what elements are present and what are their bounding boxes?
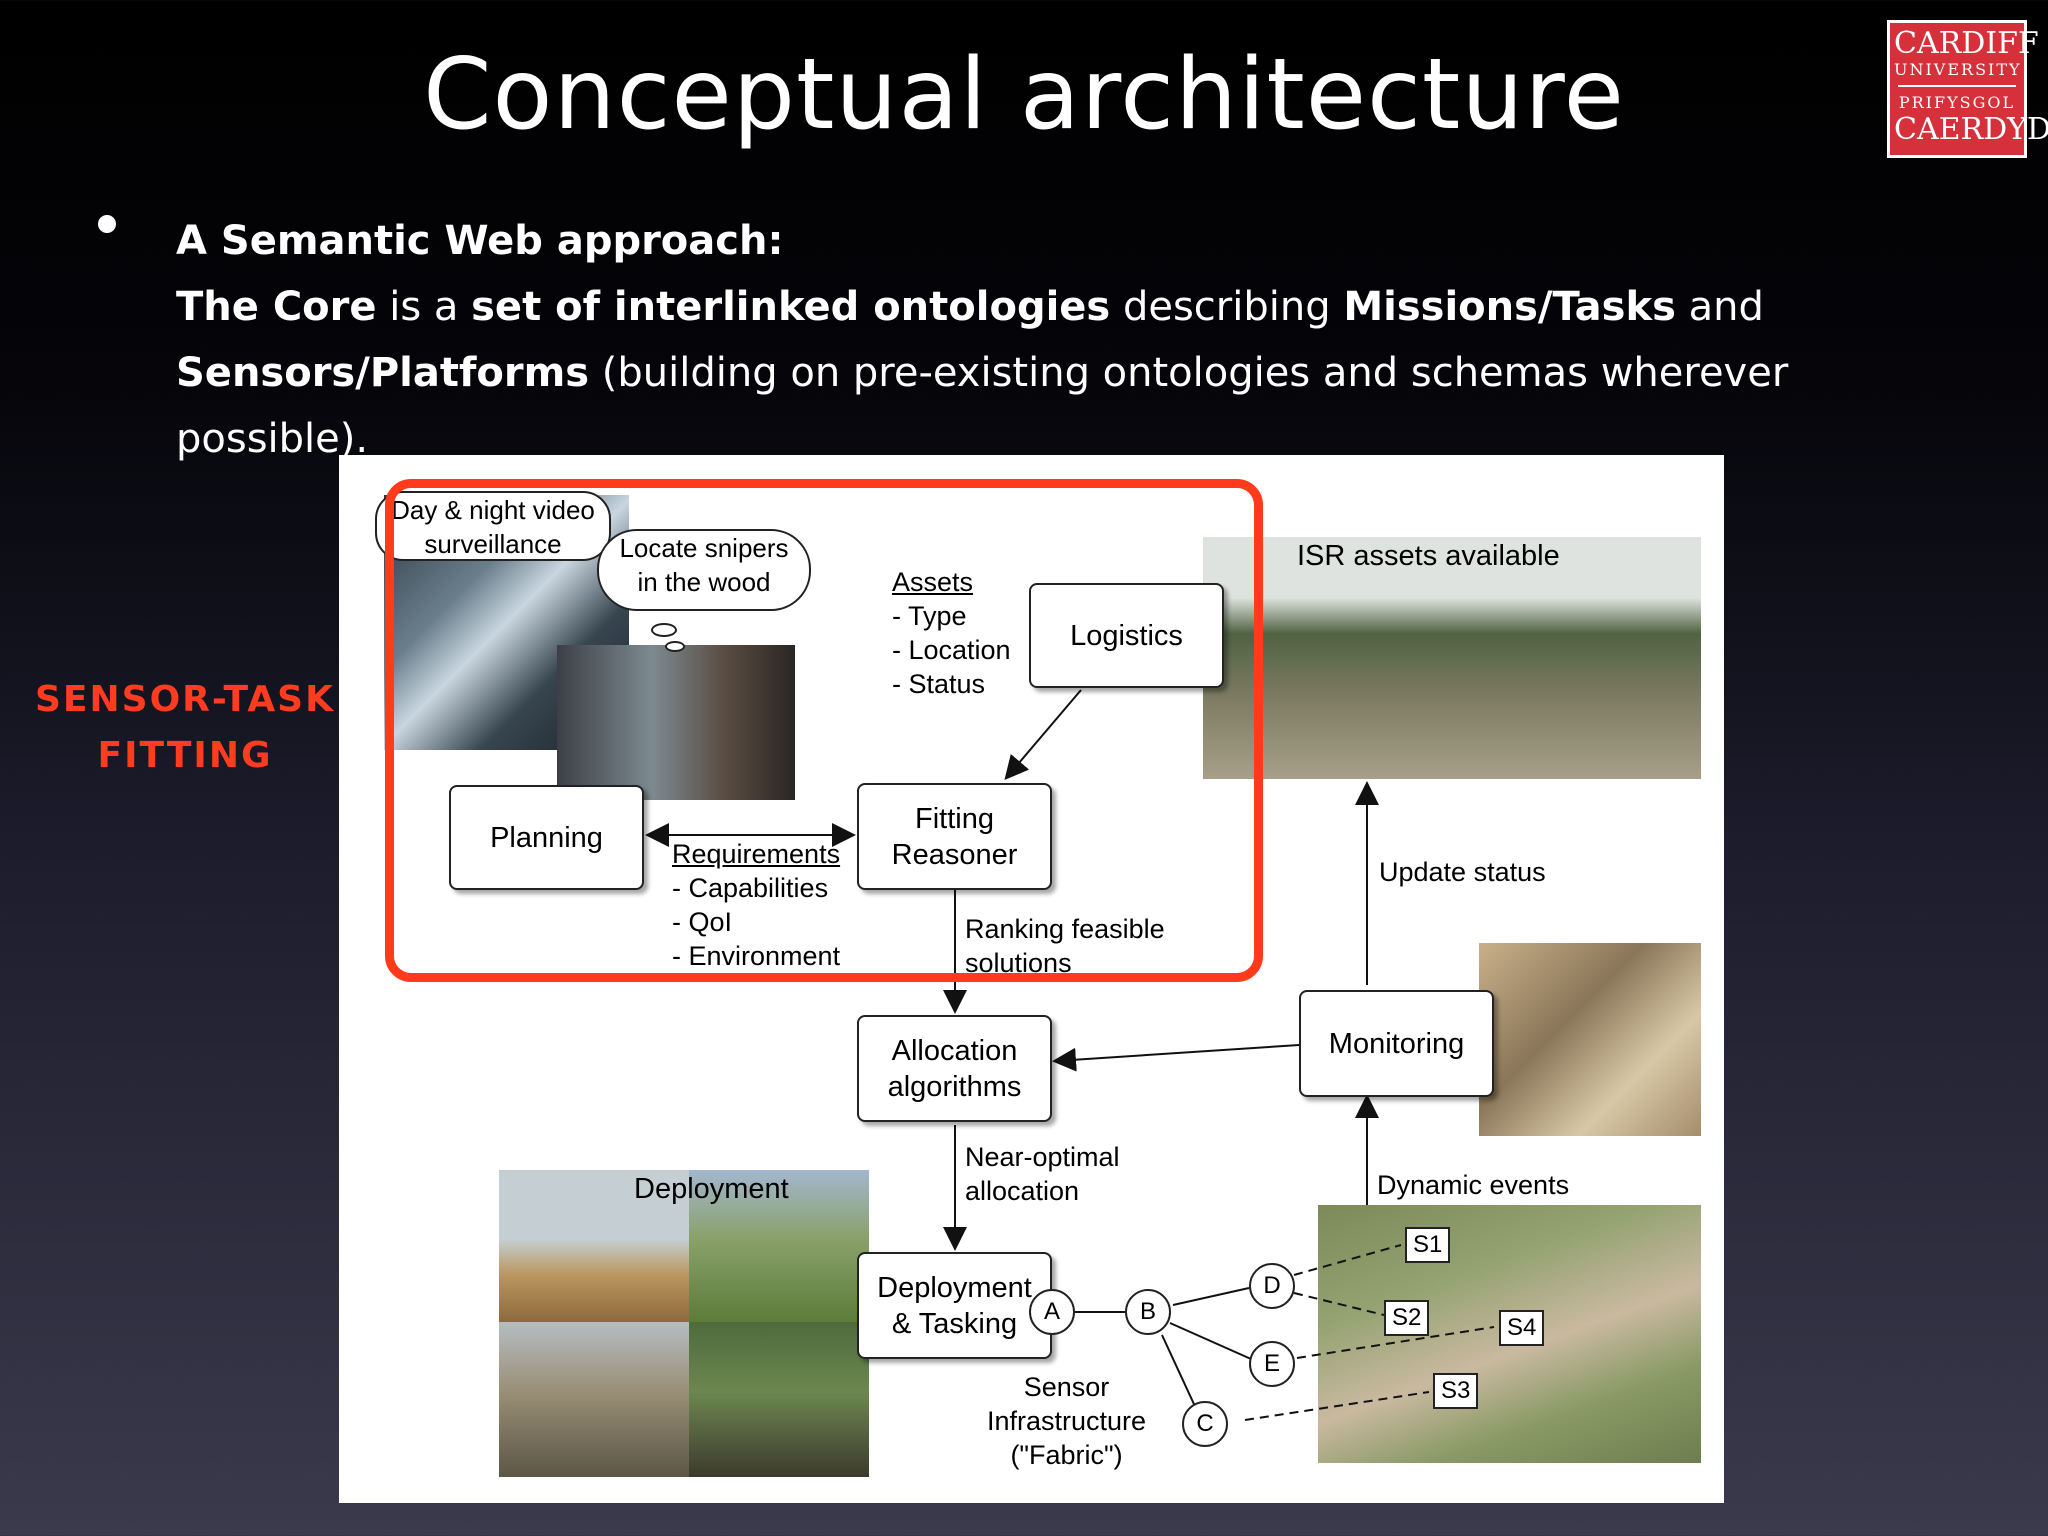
fabric-edge-b-c [1161,1334,1200,1416]
assets-item-status: - Status [892,669,986,699]
dynamic-events-label: Dynamic events [1377,1170,1570,1200]
monitoring-label: Monitoring [1328,1027,1465,1060]
isr-title: ISR assets available [1297,540,1560,572]
logistics-node: Logistics [1029,583,1224,688]
fabric-edge-b-e [1169,1322,1252,1360]
planning-node: Planning [449,785,644,890]
bubble-snipers-line-2: in the wood [637,567,771,597]
near-optimal-line-1: Near-optimal [965,1142,1120,1172]
requirements-title: Requirements [672,839,841,869]
monitoring-to-allocation-arrow [1052,1044,1300,1072]
sensor-s1: S1 [1405,1227,1451,1263]
fabric-node-b: B [1125,1289,1171,1335]
deploy-tasking-line-2: & Tasking [891,1307,1018,1340]
bubble-video-line-1: Day & night video [391,495,595,525]
speech-bubble-video: Day & night video surveillance [375,491,611,561]
sensor-infra-line-1: Sensor [1023,1372,1110,1402]
thought-dot-1 [651,623,677,637]
near-optimal-label: Near-optimal allocation [965,1140,1120,1208]
logo-divider [1898,85,2016,87]
fabric-node-a: A [1029,1289,1075,1335]
requirements-item-capabilities: - Capabilities [672,873,829,903]
sensor-task-fitting-label: SENSOR-TASK FITTING [20,672,350,784]
side-label-line-1: SENSOR-TASK [35,679,335,720]
architecture-diagram: Day & night video surveillance Locate sn… [339,455,1724,1503]
logo-line-3: PRIFYSGOL [1898,93,2016,112]
near-optimal-line-2: allocation [965,1176,1080,1206]
bullet-sensors: Sensors/Platforms [176,350,590,396]
deploy-tasking-line-1: Deployment [877,1271,1032,1304]
fabric-node-d: D [1249,1263,1295,1309]
sensor-infrastructure-label: Sensor Infrastructure ("Fabric") [987,1370,1146,1472]
bullet-dot [98,215,116,233]
deployment-tasking-node: Deployment & Tasking [857,1252,1052,1359]
sensor-s2: S2 [1384,1300,1430,1336]
deployment-photo-atv [689,1322,869,1477]
fitting-reasoner-node: Fitting Reasoner [857,783,1052,890]
deployment-photo-robot [499,1322,689,1477]
sensor-infra-line-3: ("Fabric") [1010,1440,1123,1470]
sensor-s3: S3 [1433,1373,1479,1409]
logo-line-1: CARDIFF [1894,26,2039,61]
bullet-building: (building on pre-existing ontologies and… [176,350,1789,462]
sensor-task-fitting-highlight [385,479,1263,982]
fabric-edge-c-s3 [1244,1391,1430,1421]
fabric-node-e: E [1249,1341,1295,1387]
bullet-text: A Semantic Web approach: The Core is a s… [176,208,1976,472]
bullet-and: and [1675,284,1764,330]
allocation-line-2: algorithms [887,1070,1022,1103]
cardiff-university-logo: CARDIFF UNIVERSITY PRIFYSGOL CAERDYD [1887,20,2048,158]
side-label-line-2: FITTING [97,735,273,776]
requirements-label: Requirements - Capabilities - QoI - Envi… [672,837,840,973]
assets-title: Assets [892,567,974,597]
assets-item-type: - Type [892,601,967,631]
bullet-is-a: is a [376,284,472,330]
assets-item-location: - Location [892,635,1011,665]
bullet-missions: Missions/Tasks [1343,284,1676,330]
deployment-photo-uav [499,1170,689,1322]
fabric-node-c: C [1182,1401,1228,1447]
allocation-line-1: Allocation [891,1034,1018,1067]
sensor-s4: S4 [1499,1310,1545,1346]
assets-label: Assets - Type - Location - Status [892,565,1011,701]
bullet-lead: A Semantic Web approach: [176,218,784,264]
fitting-reasoner-line-2: Reasoner [891,838,1018,871]
deployment-photo-label: Deployment [634,1173,789,1205]
ranking-line-1: Ranking feasible [965,914,1165,944]
deployment-photo-field [689,1170,869,1322]
allocation-algorithms-node: Allocation algorithms [857,1015,1052,1122]
fabric-edge-e-s4 [1296,1326,1495,1359]
thought-dot-2 [665,641,685,652]
bullet-describing: describing [1110,284,1344,330]
logo-line-2: UNIVERSITY [1894,60,2022,79]
update-status-label: Update status [1379,857,1546,887]
fabric-edge-d-s1 [1293,1244,1402,1276]
requirements-item-environment: - Environment [672,941,841,971]
requirements-item-qoi: - QoI [672,907,733,937]
sensor-infra-line-2: Infrastructure [987,1406,1147,1436]
monitoring-photo [1479,943,1701,1136]
bullet-the-core: The Core [176,284,377,330]
soldier-screen-photo [557,645,795,800]
bubble-snipers-line-1: Locate snipers [619,533,789,563]
fabric-edge-d-s2 [1293,1292,1385,1316]
logistics-to-fitting-arrow [1004,689,1082,781]
fabric-edge-b-d [1172,1287,1250,1306]
bullet-ontologies: set of interlinked ontologies [471,284,1111,330]
diagram-connectors [645,689,1495,1421]
logo-line-4: CAERDYD [1894,112,2048,147]
bubble-video-line-2: surveillance [424,529,562,559]
isr-assets-photo [1203,537,1701,779]
monitoring-node: Monitoring [1299,990,1494,1097]
logistics-label: Logistics [1070,619,1183,652]
fitting-reasoner-line-1: Fitting [915,802,994,835]
thought-bubble-snipers: Locate snipers in the wood [597,529,811,611]
slide-title: Conceptual architecture [423,38,1625,152]
planning-label: Planning [490,821,603,854]
